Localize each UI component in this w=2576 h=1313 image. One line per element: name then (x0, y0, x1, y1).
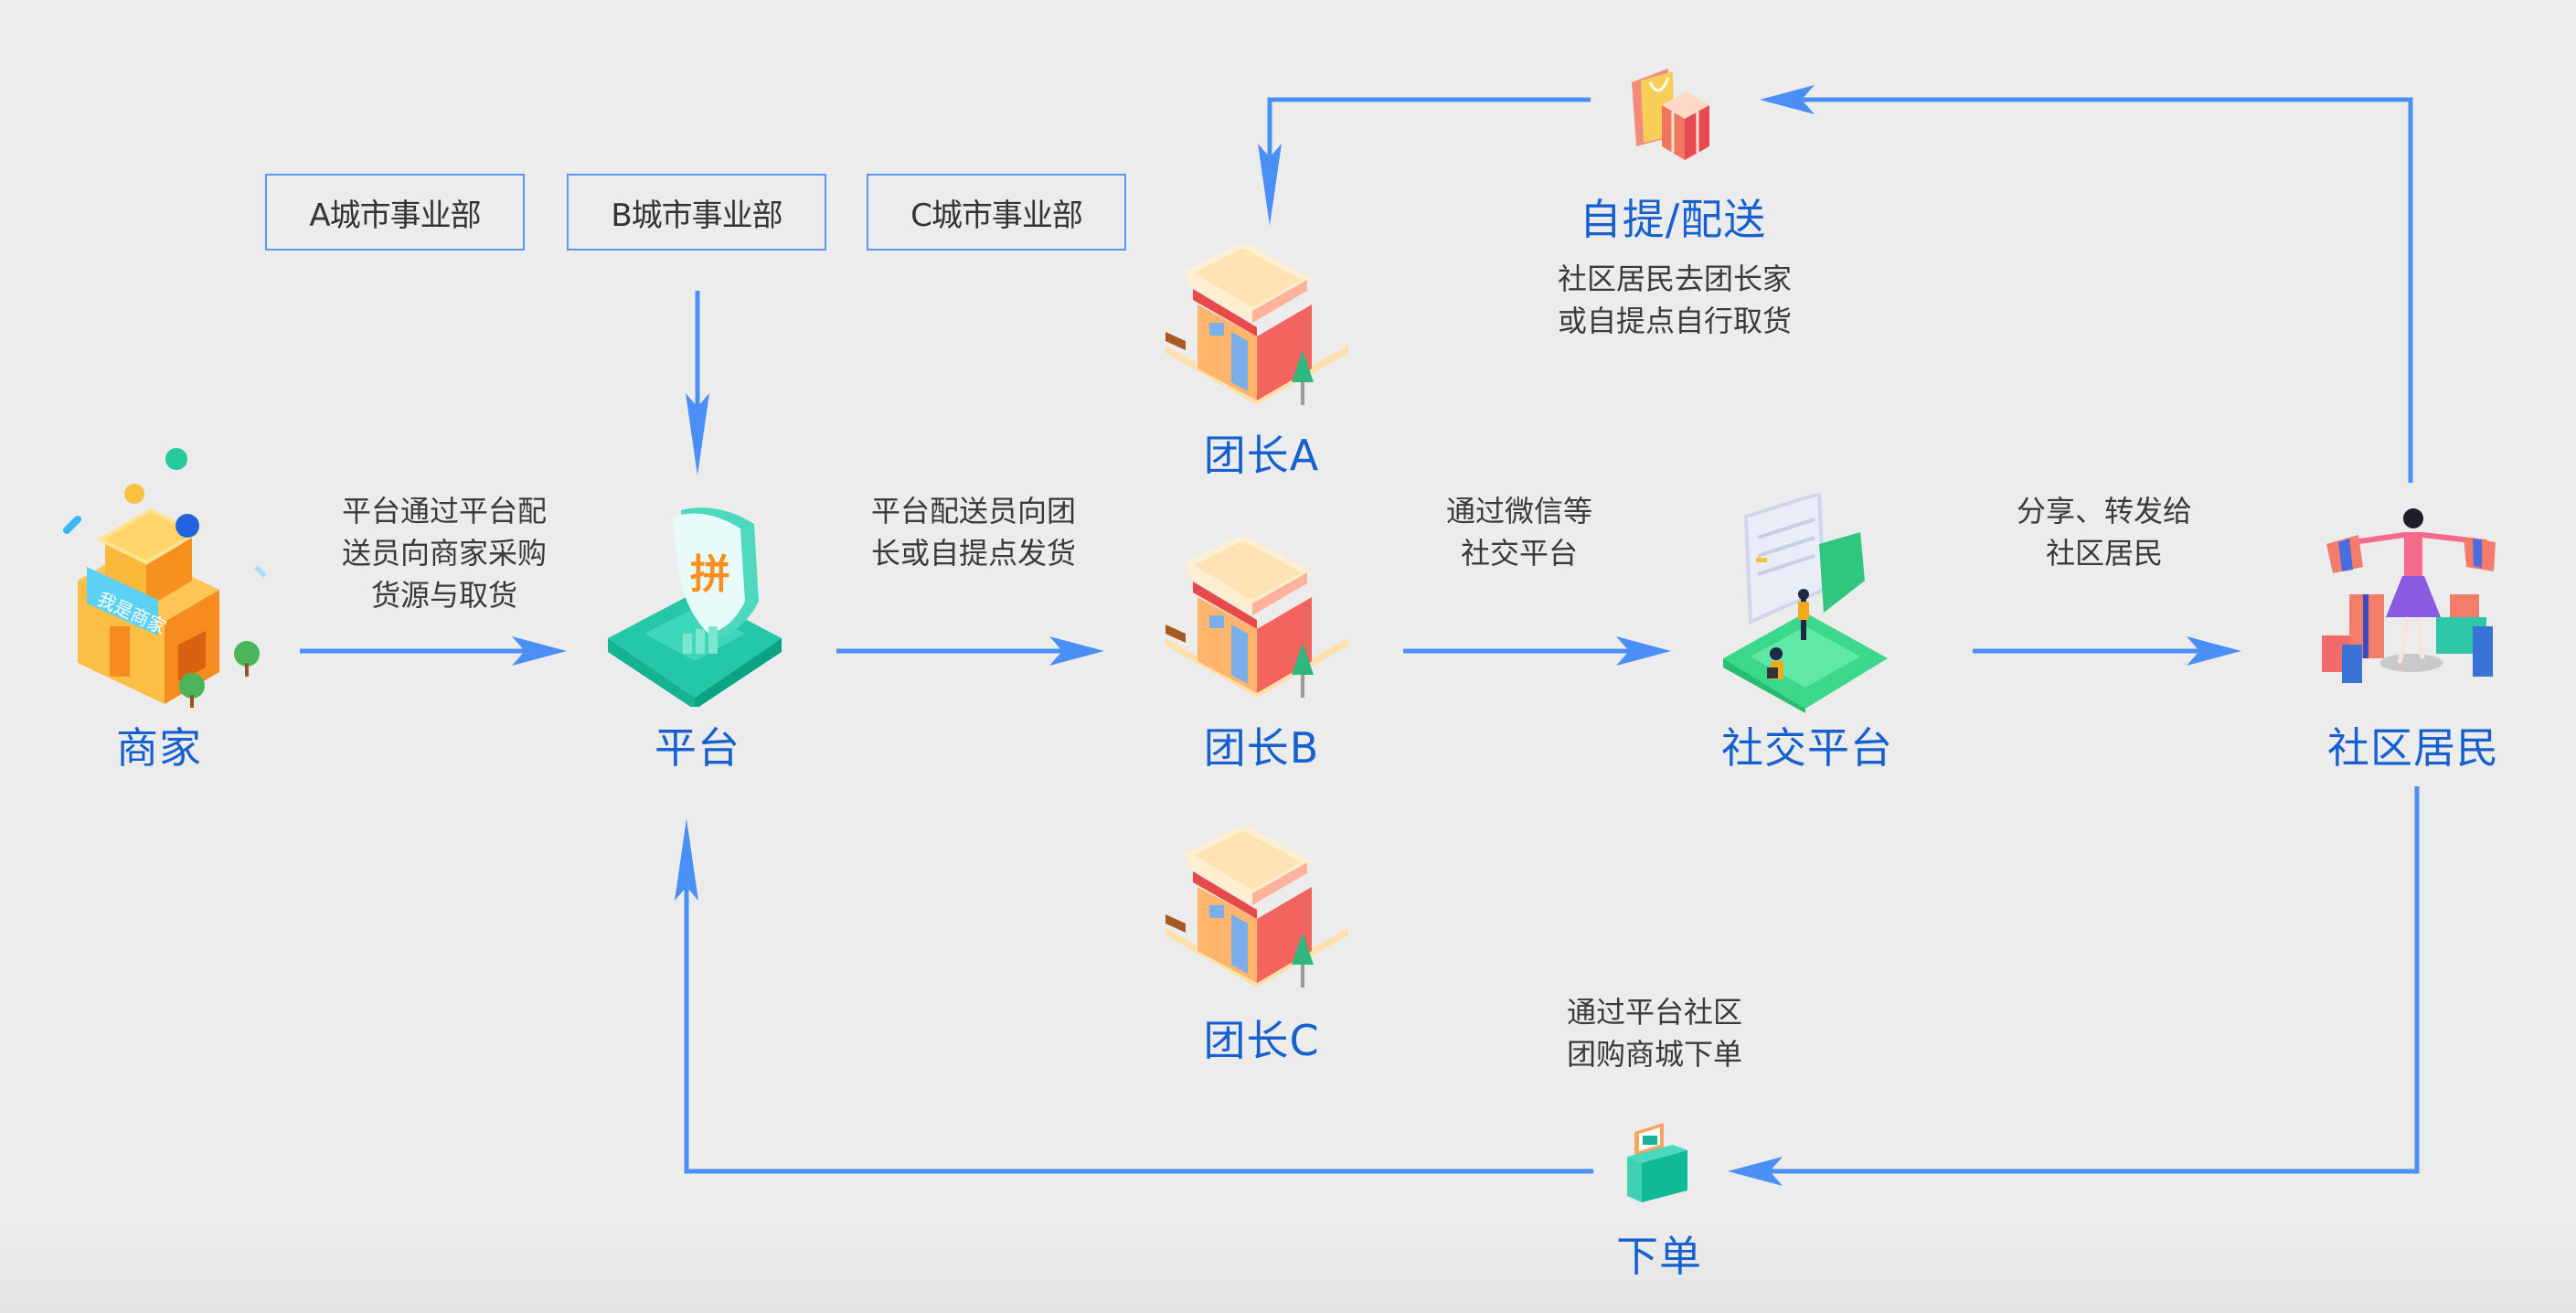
desc-line: 平台配送员向团 (870, 494, 1077, 528)
dept-label: B城市事业部 (611, 197, 782, 234)
desc-line: 社交平台 (1460, 536, 1579, 571)
merchant-building-icon[interactable]: 我是商家 (59, 439, 270, 717)
arrowhead (686, 393, 709, 475)
edge-desc-merchant-platform: 平台通过平台配 送员向商家采购 货源与取货 (342, 490, 547, 616)
arrowhead (675, 818, 698, 901)
desc-line: 货源与取货 (370, 578, 518, 613)
arrowhead (1049, 636, 1104, 666)
arrowhead (1258, 144, 1282, 226)
node-label-pickup: 自提/配送 (1579, 195, 1767, 244)
node-label-leader-b: 团长B (1203, 723, 1320, 773)
arrowhead (1728, 1157, 1783, 1186)
desc-line: 社区居民 (2045, 536, 2164, 571)
node-label-merchant: 商家 (116, 723, 202, 773)
desc-line: 平台通过平台配 (341, 494, 548, 528)
arrowhead (512, 636, 567, 666)
dept-label: C城市事业部 (910, 197, 1083, 234)
dept-label: A城市事业部 (309, 197, 481, 234)
dept-box-b[interactable]: B城市事业部 (567, 174, 826, 251)
node-label-social: 社交平台 (1721, 723, 1893, 773)
desc-line: 社区居民去团长家 (1557, 262, 1793, 296)
node-label-platform: 平台 (655, 723, 740, 773)
desc-line: 通过微信等 (1445, 494, 1593, 528)
platform-shield-icon[interactable]: 拼 (608, 501, 786, 710)
arrowhead (1760, 85, 1815, 114)
edge-pickup-leader-a (1267, 97, 1591, 210)
arrowhead (1616, 636, 1671, 666)
desc-line: 通过平台社区 (1566, 995, 1743, 1030)
edge-order-platform (684, 841, 1593, 1174)
order-kiosk-icon[interactable] (1627, 1106, 1696, 1206)
dept-box-c[interactable]: C城市事业部 (867, 174, 1126, 251)
desc-line: 长或自提点发货 (870, 536, 1077, 571)
shop-icon-leader-a[interactable] (1166, 241, 1348, 422)
desc-line: 团购商城下单 (1566, 1037, 1743, 1072)
node-label-order: 下单 (1616, 1232, 1702, 1281)
edge-desc-platform-leaders: 平台配送员向团 长或自提点发货 (871, 490, 1076, 574)
social-platform-icon[interactable] (1723, 491, 1892, 717)
node-label-leader-c: 团长C (1203, 1016, 1320, 1065)
shopper-with-gifts-icon[interactable] (2322, 507, 2505, 694)
desc-line: 分享、转发给 (2016, 494, 2193, 528)
shop-icon-leader-b[interactable] (1166, 534, 1348, 715)
shield-glyph: 拼 (690, 551, 730, 598)
edge-residents-pickup (1783, 97, 2413, 483)
edge-desc-leaders-social: 通过微信等 社交平台 (1446, 490, 1592, 574)
edge-residents-order (1741, 786, 2420, 1174)
desc-line: 或自提点自行取货 (1557, 304, 1793, 338)
shopping-bag-gift-icon[interactable] (1627, 64, 1719, 168)
order-note: 通过平台社区 团购商城下单 (1567, 991, 1742, 1075)
node-label-leader-a: 团长A (1203, 431, 1320, 480)
desc-line: 送员向商家采购 (341, 536, 548, 571)
shop-icon-leader-c[interactable] (1166, 824, 1348, 1005)
dept-box-a[interactable]: A城市事业部 (265, 174, 525, 251)
pickup-note: 社区居民去团长家 或自提点自行取货 (1558, 258, 1792, 342)
edge-desc-social-residents: 分享、转发给 社区居民 (2017, 490, 2192, 574)
arrowhead (2187, 636, 2241, 666)
node-label-residents: 社区居民 (2327, 723, 2499, 773)
